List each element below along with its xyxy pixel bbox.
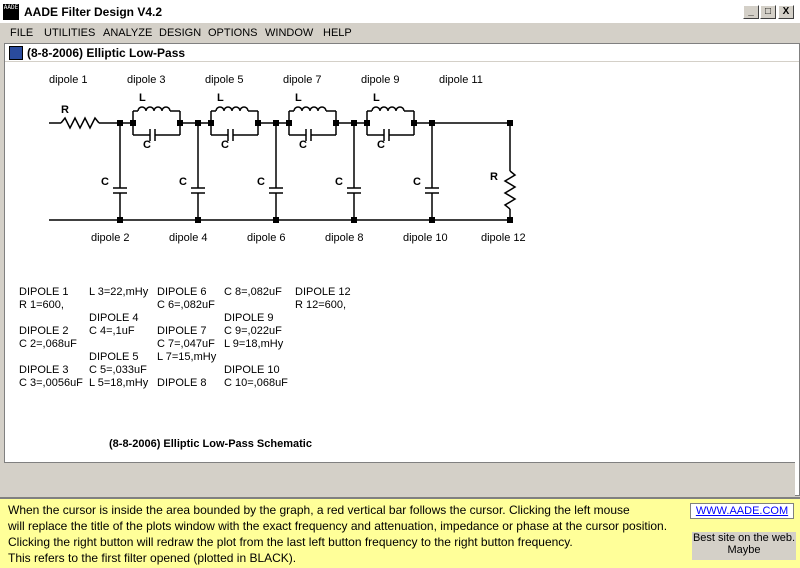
capacitor-label: C (221, 139, 229, 151)
schematic-caption: (8-8-2006) Elliptic Low-Pass Schematic (109, 438, 312, 450)
dipole-label: dipole 12 (481, 232, 526, 244)
capacitor-label: C (179, 176, 187, 188)
inductor-label: L (139, 92, 146, 104)
capacitor-label: C (299, 139, 307, 151)
dipole-label: dipole 4 (169, 232, 208, 244)
inductor-label: L (295, 92, 302, 104)
parts-line: R 1=600, (19, 299, 64, 311)
restore-button[interactable]: □ (760, 5, 776, 19)
menu-design[interactable]: DESIGN (159, 27, 202, 39)
close-button[interactable]: X (778, 5, 794, 19)
menu-analyze[interactable]: ANALYZE (103, 27, 153, 39)
schematic-window-titlebar: (8-8-2006) Elliptic Low-Pass (5, 44, 799, 62)
menu-file[interactable]: FILE (10, 27, 34, 39)
window-icon[interactable] (9, 46, 23, 60)
parts-line (19, 351, 99, 364)
parts-line (224, 351, 304, 364)
capacitor-label: C (101, 176, 109, 188)
parts-line: DIPOLE 5 (89, 351, 139, 363)
help-panel: When the cursor is inside the area bound… (0, 497, 800, 568)
parts-line: C 5=,033uF (89, 364, 147, 376)
dipole-label: dipole 6 (247, 232, 286, 244)
parts-line: DIPOLE 12 (295, 286, 351, 298)
resistor-label: R (490, 171, 498, 183)
parts-line: C 2=,068uF (19, 338, 77, 350)
parts-line: C 6=,082uF (157, 299, 215, 311)
parts-column: DIPOLE 6 C 6=,082uF DIPOLE 7 C 7=,047uF … (157, 286, 237, 390)
parts-column: DIPOLE 12 R 12=600, (295, 286, 375, 312)
parts-line: DIPOLE 2 (19, 325, 69, 337)
capacitor-label: C (143, 139, 151, 151)
parts-line: DIPOLE 9 (224, 312, 274, 324)
aade-website-link[interactable]: WWW.AADE.COM (690, 503, 794, 519)
parts-line: DIPOLE 10 (224, 364, 280, 376)
best-site-note: Best site on the web. Maybe (692, 532, 796, 560)
help-text-line: Clicking the right button will redraw th… (8, 535, 573, 549)
inductor-label: L (373, 92, 380, 104)
title-bar: AADE AADE Filter Design V4.2 _ □ X (0, 0, 800, 24)
parts-line: DIPOLE 3 (19, 364, 69, 376)
parts-line: L 9=18,mHy (224, 338, 284, 350)
parts-line: L 3=22,mHy (89, 286, 149, 298)
parts-line: L 5=18,mHy (89, 377, 149, 389)
parts-line: C 7=,047uF (157, 338, 215, 350)
inductor-label: L (217, 92, 224, 104)
capacitor-label: C (257, 176, 265, 188)
parts-line: DIPOLE 7 (157, 325, 207, 337)
schematic-window-title: (8-8-2006) Elliptic Low-Pass (27, 46, 186, 60)
menu-options[interactable]: OPTIONS (208, 27, 258, 39)
dipole-label: dipole 11 (439, 74, 483, 86)
dipole-label: dipole 10 (403, 232, 448, 244)
help-text-line: This refers to the first filter opened (… (8, 551, 297, 565)
menu-help[interactable]: HELP (323, 27, 352, 39)
capacitor-label: C (413, 176, 421, 188)
app-icon[interactable]: AADE (3, 4, 19, 20)
schematic-window: (8-8-2006) Elliptic Low-Pass dipole 1 di… (4, 43, 800, 496)
help-text-line: will replace the title of the plots wind… (8, 519, 668, 533)
parts-line: DIPOLE 8 (157, 377, 207, 389)
parts-line: L 7=15,mHy (157, 351, 217, 363)
parts-line: C 4=,1uF (89, 325, 135, 337)
parts-line: C 8=,082uF (224, 286, 282, 298)
parts-line: DIPOLE 6 (157, 286, 207, 298)
dipole-label: dipole 9 (361, 74, 400, 86)
app-title: AADE Filter Design V4.2 (24, 5, 163, 19)
best-site-text: Best site on the web. (692, 532, 796, 544)
dipole-label: dipole 2 (91, 232, 130, 244)
capacitor-label: C (335, 176, 343, 188)
capacitor-label: C (377, 139, 385, 151)
dipole-label: dipole 3 (127, 74, 166, 86)
dipole-label: dipole 1 (49, 74, 88, 86)
parts-line: DIPOLE 4 (89, 312, 139, 324)
menu-utilities[interactable]: UTILITIES (44, 27, 96, 39)
dipole-label: dipole 7 (283, 74, 322, 86)
parts-column: C 8=,082uF DIPOLE 9 C 9=,022uF L 9=18,mH… (224, 286, 304, 390)
parts-line: C 3=,0056uF (19, 377, 83, 389)
dipole-label: dipole 8 (325, 232, 364, 244)
menu-bar: FILE UTILITIES ANALYZE DESIGN OPTIONS WI… (0, 24, 800, 43)
parts-column: L 3=22,mHy DIPOLE 4 C 4=,1uF DIPOLE 5 C … (89, 286, 169, 390)
window-bottom-area (4, 462, 795, 496)
help-text-line: When the cursor is inside the area bound… (8, 503, 630, 517)
parts-line: C 9=,022uF (224, 325, 282, 337)
parts-line (19, 312, 99, 325)
parts-column: DIPOLE 1 R 1=600, DIPOLE 2 C 2=,068uF DI… (19, 286, 99, 390)
resistor-label: R (61, 104, 69, 116)
maybe-text: Maybe (727, 544, 761, 556)
menu-window[interactable]: WINDOW (265, 27, 314, 39)
parts-line: DIPOLE 1 (19, 286, 69, 298)
dipole-label: dipole 5 (205, 74, 244, 86)
parts-line (224, 299, 304, 312)
minimize-button[interactable]: _ (743, 5, 759, 19)
parts-line: R 12=600, (295, 299, 347, 311)
filter-schematic[interactable] (5, 63, 605, 243)
parts-line: C 10=,068uF (224, 377, 288, 389)
